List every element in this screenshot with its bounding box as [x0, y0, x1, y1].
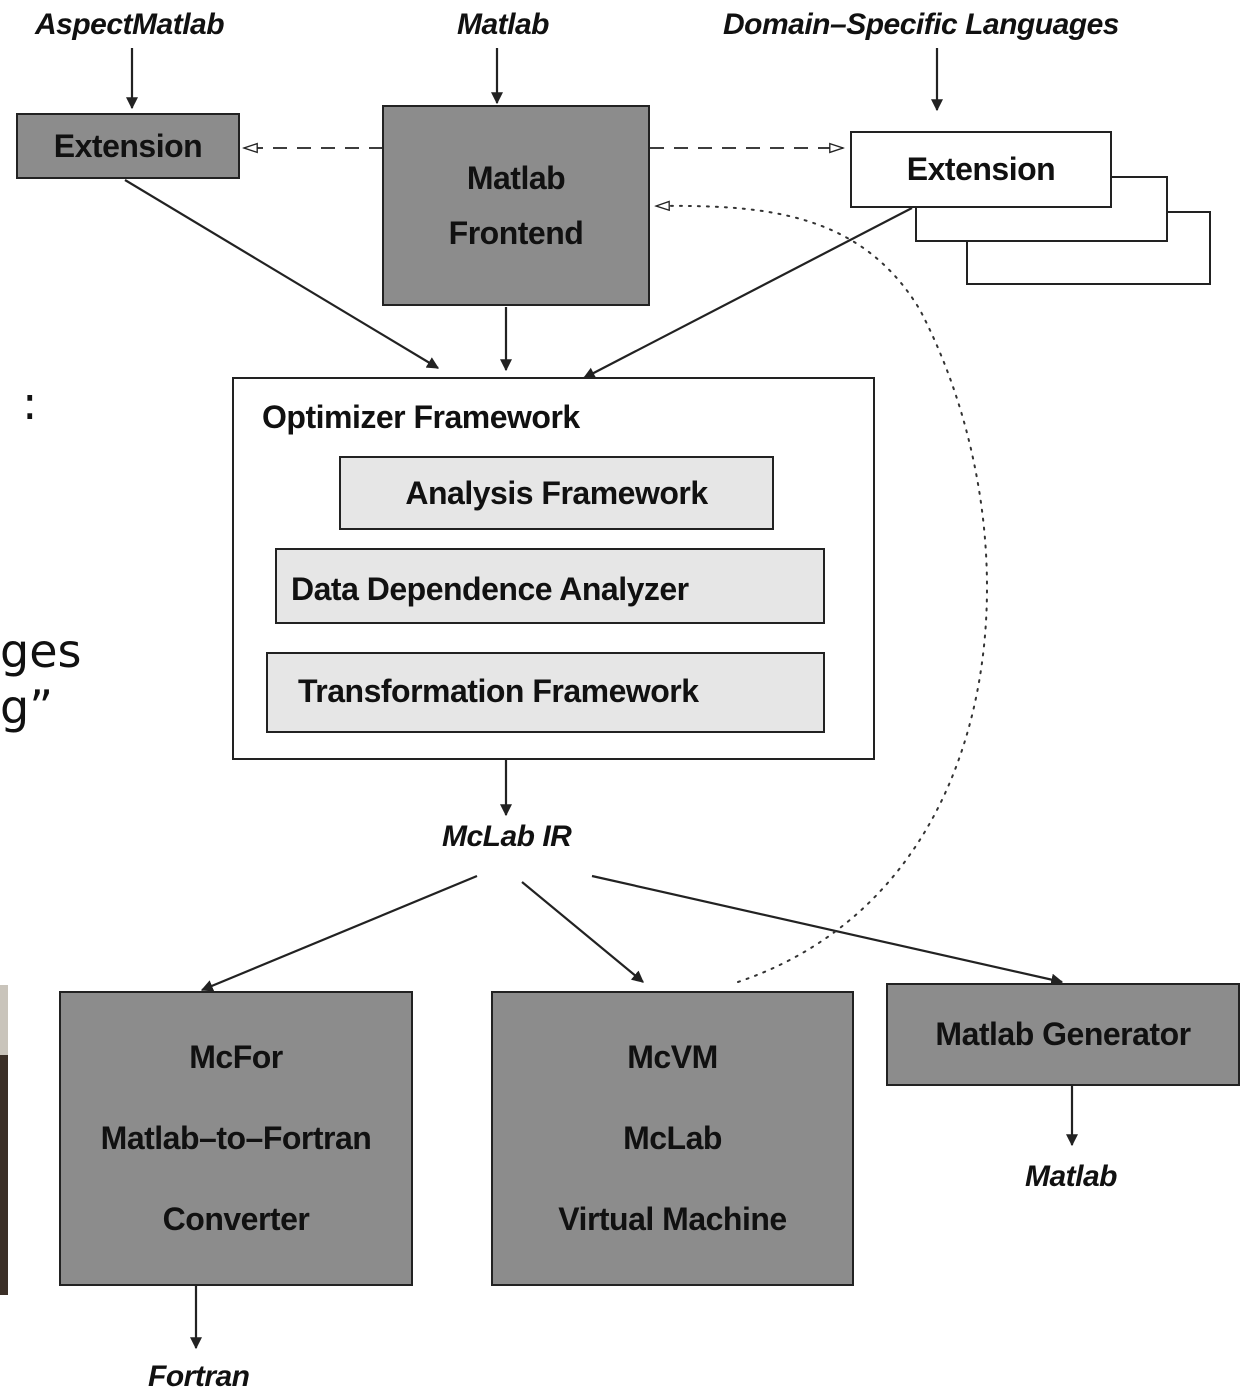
mcvm-box: McVM McLab Virtual Machine — [491, 991, 854, 1286]
input-label-matlab: Matlab — [457, 8, 550, 41]
analysis-framework-box: Analysis Framework — [339, 456, 774, 530]
photo-edge-strip — [0, 985, 8, 1055]
extension-right-box: Extension — [850, 131, 1112, 208]
optimizer-title: Optimizer Framework — [262, 399, 580, 435]
data-dependence-label: Data Dependence Analyzer — [291, 571, 689, 607]
input-label-dsl: Domain–Specific Languages — [723, 8, 1119, 41]
transformation-framework-label: Transformation Framework — [298, 673, 699, 709]
arrow-extension-right-to-optimizer — [582, 207, 913, 379]
mcvm-line1: McVM — [627, 1039, 718, 1075]
data-dependence-box: Data Dependence Analyzer — [275, 548, 825, 624]
mcvm-line3: Virtual Machine — [558, 1201, 787, 1237]
arrow-ir-to-generator — [591, 874, 1064, 986]
extension-left-label: Extension — [53, 127, 203, 164]
matlab-generator-box: Matlab Generator — [886, 983, 1240, 1086]
photo-edge-strip-dark — [0, 1055, 8, 1295]
matlab-frontend-box: Matlab Frontend — [382, 105, 650, 306]
input-label-aspectmatlab: AspectMatlab — [35, 8, 225, 41]
transformation-framework-box: Transformation Framework — [266, 652, 825, 733]
output-label-fortran: Fortran — [148, 1360, 250, 1393]
frontend-line2: Frontend — [448, 214, 584, 251]
slide-fragment-colon: : — [22, 376, 38, 430]
arrow-ir-to-mcfor — [200, 874, 478, 992]
mcfor-line3: Converter — [162, 1201, 310, 1237]
mcvm-line2: McLab — [623, 1120, 722, 1156]
mcfor-line2: Matlab–to–Fortran — [100, 1120, 372, 1156]
matlab-generator-label: Matlab Generator — [935, 1016, 1191, 1052]
slide-fragment-ges: ges — [0, 624, 82, 678]
mcfor-line1: McFor — [189, 1039, 283, 1075]
slide-fragment-g-quote: g” — [0, 680, 54, 734]
mcfor-box: McFor Matlab–to–Fortran Converter — [59, 991, 413, 1286]
extension-right-label: Extension — [906, 151, 1056, 187]
analysis-framework-label: Analysis Framework — [405, 474, 708, 511]
arrow-ir-to-mcvm — [521, 881, 644, 983]
frontend-line1: Matlab — [466, 159, 566, 196]
mclab-ir-label: McLab IR — [442, 820, 572, 853]
extension-left-box: Extension — [16, 113, 240, 179]
arrow-extension-left-to-optimizer — [124, 179, 440, 369]
output-label-matlab: Matlab — [1025, 1160, 1118, 1193]
